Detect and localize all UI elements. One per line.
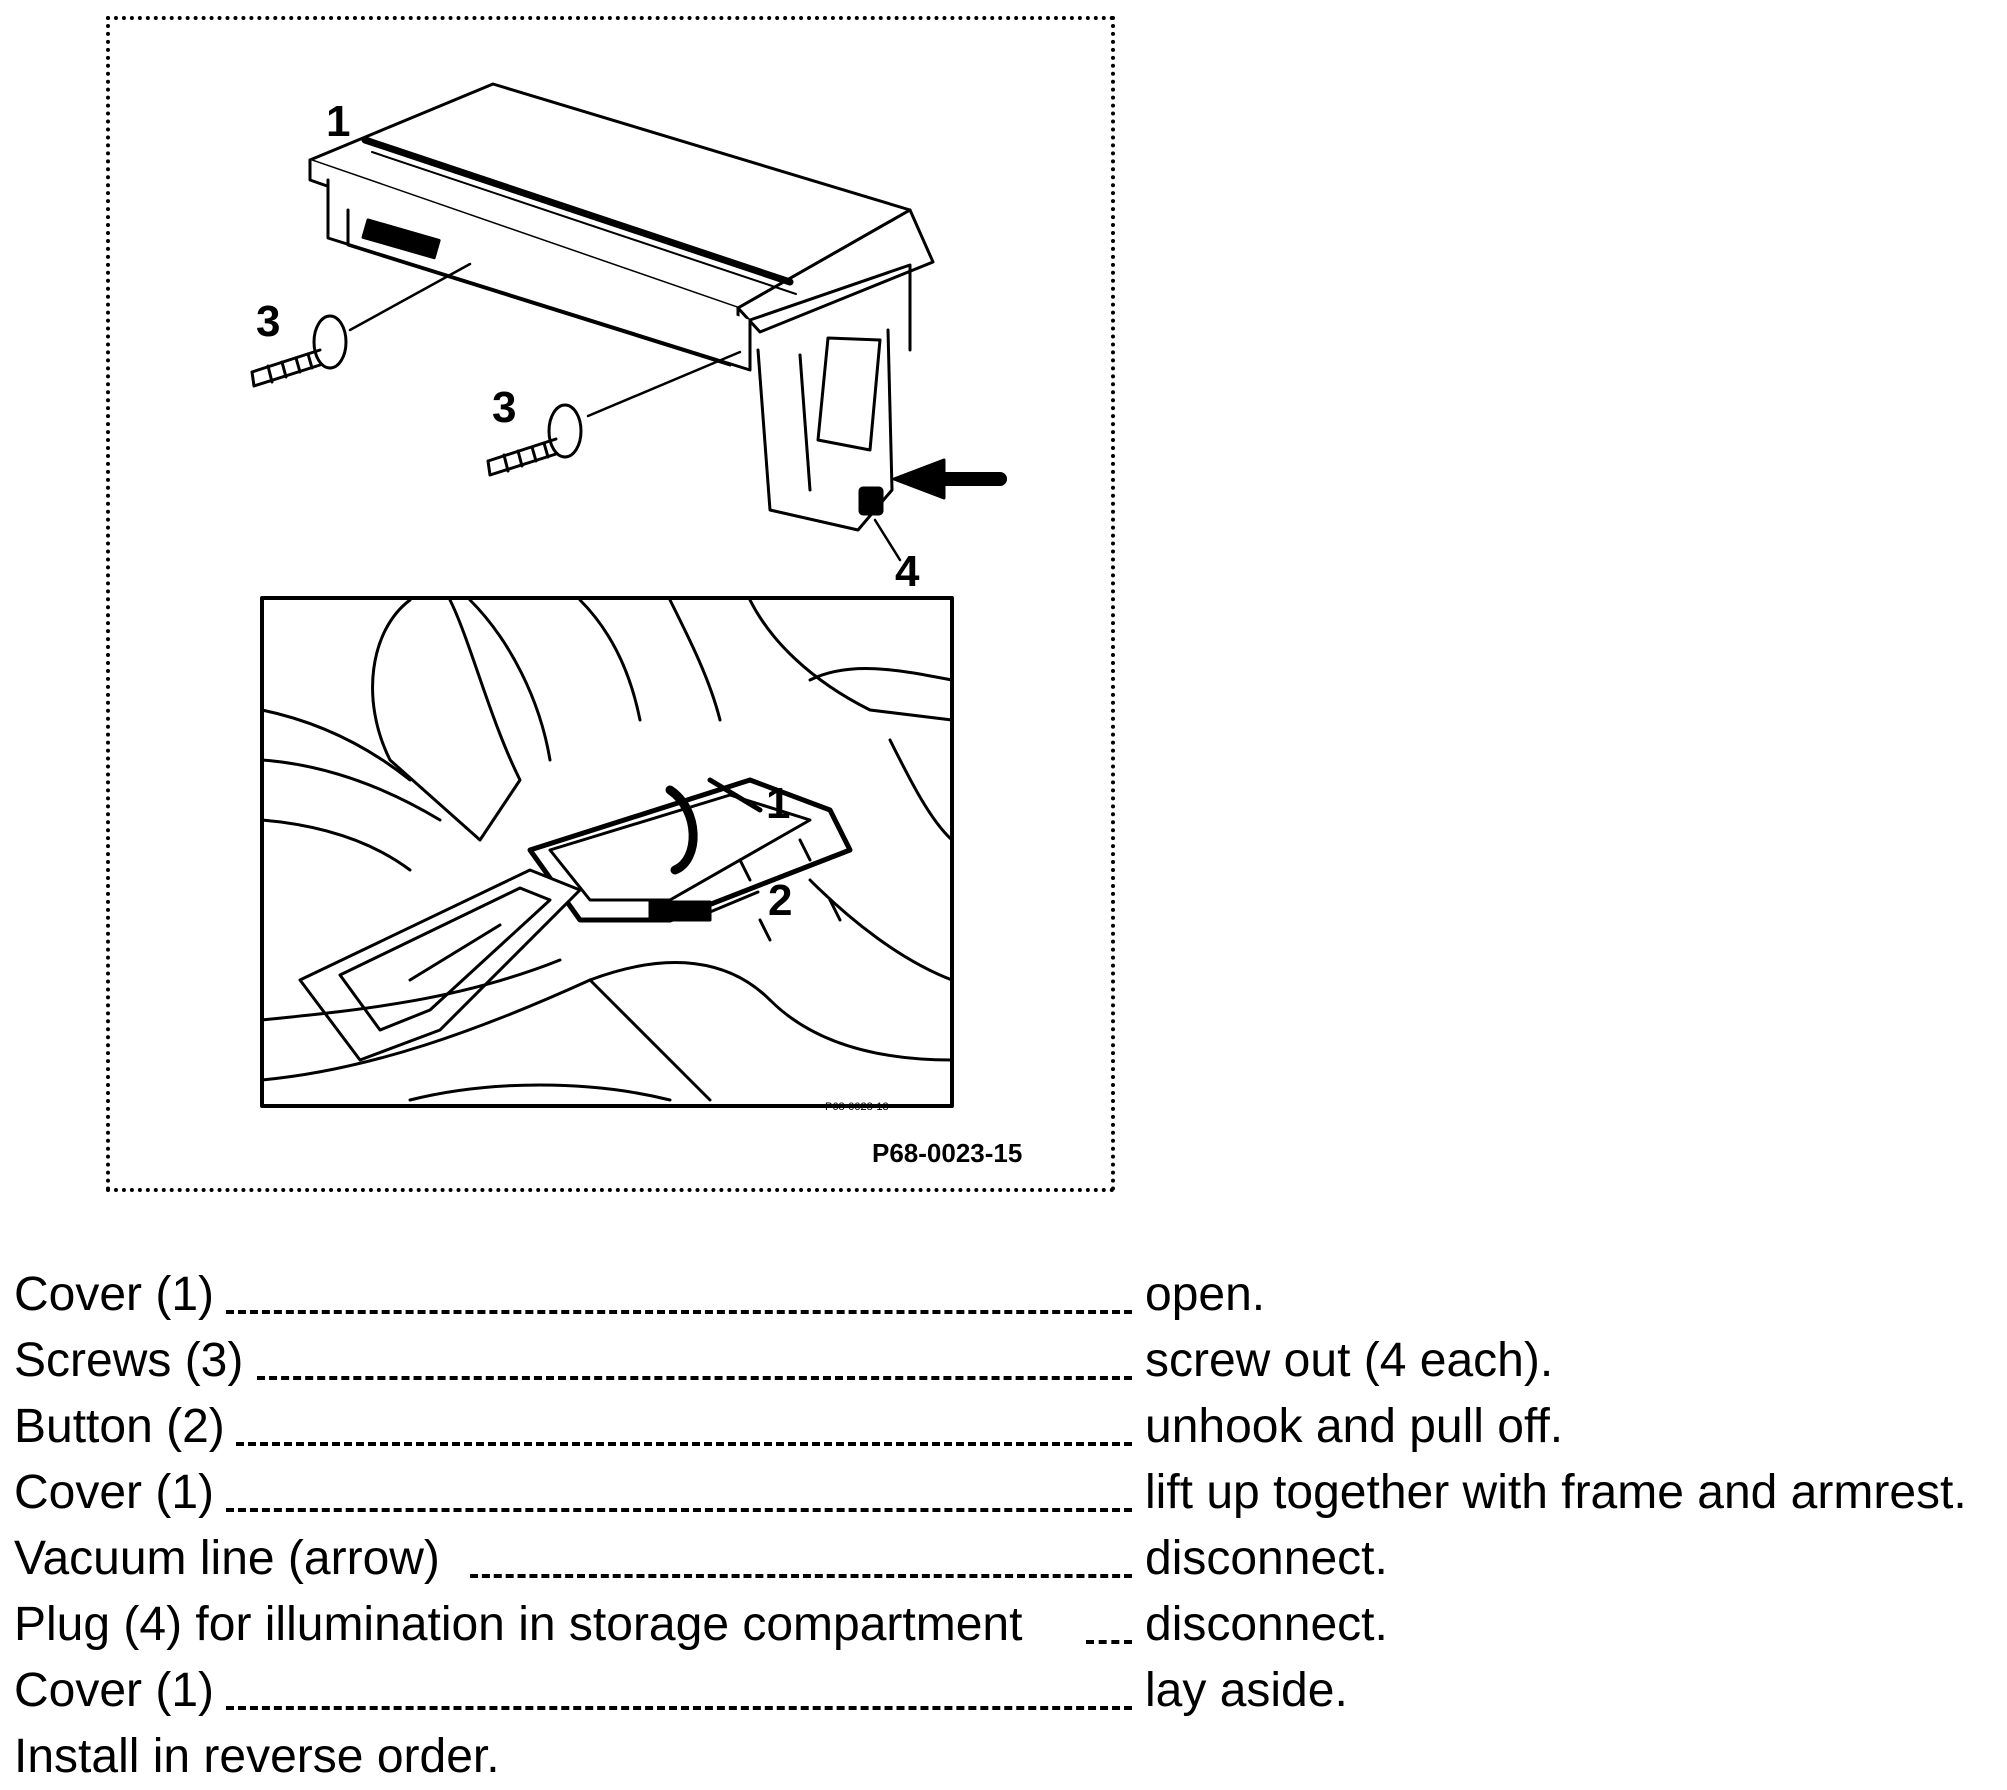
screw-a-drawing bbox=[250, 314, 348, 388]
leader-line bbox=[226, 1310, 1132, 1314]
step-row: Button (2) unhook and pull off. bbox=[14, 1394, 2004, 1460]
figure-code: P68-0023-15 bbox=[872, 1138, 1022, 1168]
step-item: Plug (4) for illumination in storage com… bbox=[14, 1598, 1023, 1651]
step-action: unhook and pull off. bbox=[1145, 1400, 1564, 1453]
armrest-drawing bbox=[250, 82, 1007, 562]
callout-plug-4: 4 bbox=[895, 547, 920, 596]
armrest-removal-illustration: 1 3 3 4 1 2 P68-0028-13 P68-0023-15 bbox=[250, 82, 1022, 1168]
step-row: Cover (1) open. bbox=[14, 1262, 2004, 1328]
step-item: Cover (1) bbox=[14, 1466, 215, 1519]
callout-screw-3a: 3 bbox=[256, 297, 280, 346]
photo-small-code: P68-0028-13 bbox=[825, 1101, 889, 1113]
step-action: screw out (4 each). bbox=[1145, 1334, 1554, 1387]
final-note: Install in reverse order. bbox=[14, 1730, 500, 1783]
callout-screw-3b: 3 bbox=[492, 383, 516, 432]
step-action: disconnect. bbox=[1145, 1532, 1388, 1585]
screw-b-drawing bbox=[486, 403, 583, 477]
callout-photo-cover-1: 1 bbox=[766, 779, 790, 828]
step-action: lay aside. bbox=[1145, 1664, 1348, 1717]
interior-photo-drawing bbox=[260, 596, 954, 1108]
procedure-steps: Cover (1) open. Screws (3) screw out (4 … bbox=[14, 1262, 2004, 1790]
step-item: Button (2) bbox=[14, 1400, 225, 1453]
leader-line bbox=[257, 1376, 1132, 1380]
callout-photo-button-2: 2 bbox=[768, 876, 792, 925]
leader-line bbox=[236, 1442, 1132, 1446]
callout-cover-1: 1 bbox=[326, 97, 350, 146]
step-item: Cover (1) bbox=[14, 1268, 215, 1321]
step-action: open. bbox=[1145, 1268, 1266, 1321]
step-item: Cover (1) bbox=[14, 1664, 215, 1717]
step-row: Plug (4) for illumination in storage com… bbox=[14, 1592, 2004, 1658]
step-row: Screws (3) screw out (4 each). bbox=[14, 1328, 2004, 1394]
leader-line bbox=[470, 1574, 1132, 1578]
step-row: Vacuum line (arrow) disconnect. bbox=[14, 1526, 2004, 1592]
leader-line bbox=[1086, 1640, 1132, 1644]
step-row: Cover (1) lay aside. bbox=[14, 1658, 2004, 1724]
leader-line bbox=[226, 1706, 1132, 1710]
step-action: lift up together with frame and armrest. bbox=[1145, 1466, 1967, 1519]
leader-line bbox=[226, 1508, 1132, 1512]
step-row: Cover (1) lift up together with frame an… bbox=[14, 1460, 2004, 1526]
illustration-frame: 1 3 3 4 1 2 P68-0028-13 P68-0023-15 bbox=[106, 16, 1115, 1192]
step-item: Vacuum line (arrow) bbox=[14, 1532, 440, 1585]
step-item: Screws (3) bbox=[14, 1334, 244, 1387]
step-action: disconnect. bbox=[1145, 1598, 1388, 1651]
